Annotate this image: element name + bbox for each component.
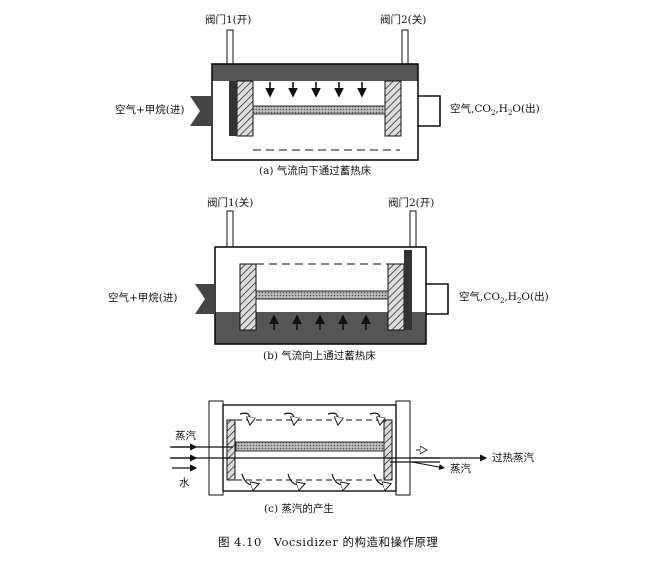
panel-a-valve2-label: 阀门2(关) <box>380 14 427 26</box>
left-flange <box>208 400 224 496</box>
panel-c-water-in-label: 水 <box>179 477 190 489</box>
outlet-text-post: O(出) <box>521 291 549 303</box>
panel-b-inlet-label: 空气+甲烷(进) <box>108 292 178 304</box>
panel-b-caption: (b) 气流向上通过蓄热床 <box>263 350 376 362</box>
catalyst-bed <box>255 290 389 300</box>
panel-b-valve2-label: 阀门2(开) <box>388 197 435 209</box>
outlet-text-mid: ,H <box>504 291 517 303</box>
outlet-sub-h2o: 2 <box>516 297 522 306</box>
panel-c-steam-in-label: 蒸汽 <box>175 430 196 442</box>
outlet-text-pre: 空气,CO <box>459 291 500 303</box>
inlet-pipe <box>195 284 215 314</box>
outlet-pipe <box>418 95 441 127</box>
panel-a-inlet-label: 空气+甲烷(进) <box>115 104 185 116</box>
curved-arrows-top <box>239 412 380 424</box>
outlet-sub-h2o: 2 <box>507 109 513 118</box>
inlet-pipe <box>190 96 212 126</box>
panel-b-outlet-label: 空气,CO2,H2O(出) <box>459 292 549 305</box>
panel-b-valve1-label: 阀门1(关) <box>207 197 254 209</box>
valve2-rod <box>401 29 409 67</box>
outlet-sub-co2: 2 <box>490 109 496 118</box>
panel-b-diagram <box>195 210 449 345</box>
right-wall <box>404 250 412 330</box>
panel-a-valve1-label: 阀门1(开) <box>205 14 252 26</box>
panel-c-superheated-label: 过热蒸汽 <box>492 452 534 464</box>
outlet-text-pre: 空气,CO <box>450 103 491 115</box>
panel-a-outlet-label: 空气,CO2,H2O(出) <box>450 104 540 117</box>
outlet-text-post: O(出) <box>512 103 540 115</box>
steam-out-arrow <box>411 461 445 471</box>
left-regenerator <box>239 263 257 331</box>
valve2-rod <box>409 210 417 248</box>
figure-caption: 图 4.10 Vocsidizer 的构造和操作原理 <box>218 535 439 549</box>
catalyst-bed <box>252 105 386 115</box>
catalyst-bed <box>235 441 385 452</box>
outlet-pipe <box>426 283 449 315</box>
right-regenerator <box>387 263 405 331</box>
panel-c-caption: (c) 蒸汽的产生 <box>264 503 334 515</box>
right-regenerator <box>384 80 402 137</box>
panel-c-diagram <box>170 400 488 496</box>
panel-a-caption: (a) 气流向下通过蓄热床 <box>259 165 372 177</box>
inlet-arrows <box>172 443 198 472</box>
top-insulation <box>212 64 418 81</box>
right-regenerator <box>383 419 393 481</box>
valve1-rod <box>226 210 234 248</box>
outlet-sub-co2: 2 <box>499 297 505 306</box>
curved-arrows-bottom <box>241 473 390 485</box>
left-wall <box>229 81 237 136</box>
valve1-rod <box>226 29 234 67</box>
left-regenerator <box>226 419 236 481</box>
panel-a-diagram <box>190 29 441 161</box>
right-flange <box>395 400 411 496</box>
left-regenerator <box>236 80 254 137</box>
down-arrows <box>265 82 367 98</box>
panel-c-steam-out-label: 蒸汽 <box>450 463 471 475</box>
up-arrows <box>269 314 371 330</box>
outlet-text-mid: ,H <box>495 103 508 115</box>
